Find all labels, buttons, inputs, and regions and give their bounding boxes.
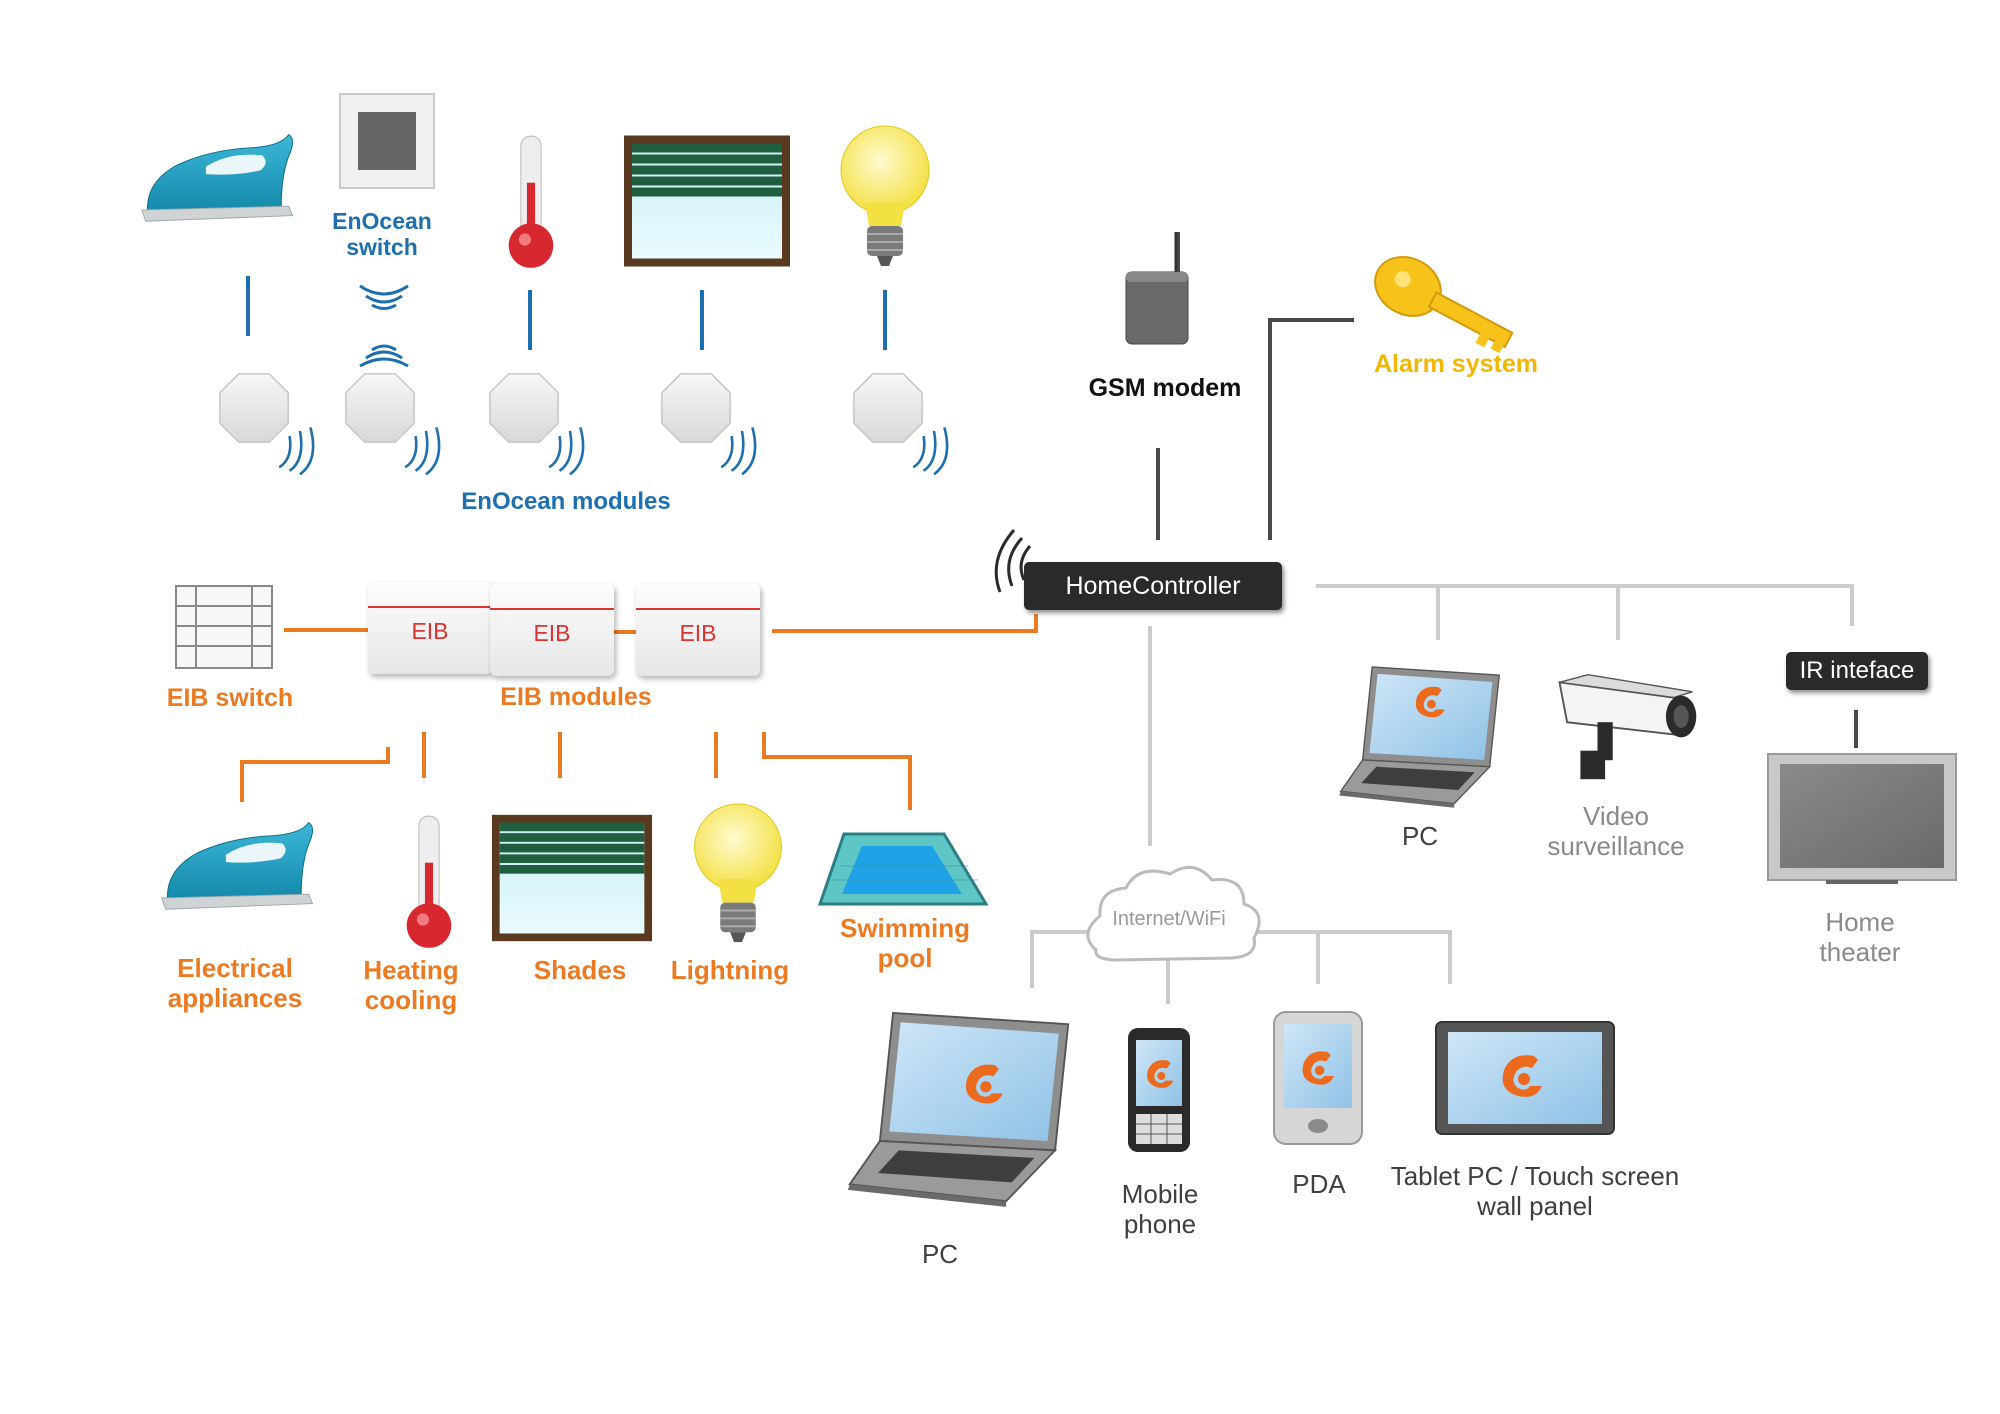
eib-module-label: EIB <box>533 620 571 646</box>
eib-switch-icon <box>175 585 273 669</box>
thermometer-icon <box>406 815 452 949</box>
wifi-waves-icon <box>911 426 949 476</box>
sensor-module-icon <box>661 373 731 443</box>
home-controller[interactable]: HomeController <box>1024 562 1282 610</box>
pc-label: PC <box>1401 821 1439 851</box>
wifi-waves-icon <box>719 426 757 476</box>
iron-icon <box>141 134 294 222</box>
home-controller-label: HomeController <box>1065 572 1241 600</box>
eib-module: EIB <box>368 582 492 674</box>
gsm-modem-icon <box>1125 232 1189 345</box>
swimming-pool-icon <box>817 832 989 906</box>
iron-icon <box>161 822 314 910</box>
network-lines <box>1030 584 1854 1004</box>
light-bulb-icon <box>693 802 783 944</box>
light-bulb-icon <box>839 124 931 268</box>
eib-modules-label: EIB modules <box>500 683 652 711</box>
sensor-module-icon <box>489 373 559 443</box>
eib-module: EIB <box>490 584 614 676</box>
eib-module: EIB <box>636 584 760 676</box>
mobile-phone-label: Mobile phone <box>1121 1179 1199 1239</box>
heating-cooling-label: Heating cooling <box>363 955 459 1015</box>
shades-label: Shades <box>533 955 627 985</box>
thermometer-icon <box>508 135 554 269</box>
lightning-label: Lightning <box>670 955 790 985</box>
eib-switch-label: EIB switch <box>166 684 294 712</box>
enocean-switch-label: EnOcean switch <box>332 208 432 261</box>
swimming-pool-label: Swimming pool <box>839 913 970 973</box>
wall-switch-icon <box>339 93 435 189</box>
eib-module-label: EIB <box>679 620 717 646</box>
camera-icon <box>1558 673 1698 781</box>
eib-module-label: EIB <box>411 618 449 644</box>
internet-wifi-label: Internet/WiFi <box>1112 908 1226 930</box>
window-shade-icon <box>624 135 790 267</box>
alarm-system-label: Alarm system <box>1374 350 1538 378</box>
wifi-waves-icon <box>277 426 315 476</box>
enocean-links <box>246 276 887 350</box>
wifi-waves-icon <box>359 284 409 368</box>
gsm-modem-label: GSM modem <box>1088 374 1242 402</box>
cloud-icon <box>1086 865 1261 962</box>
tv-icon <box>1767 753 1957 884</box>
key-icon <box>1374 256 1514 354</box>
ir-interface[interactable]: IR inteface <box>1786 652 1928 690</box>
controller-uplinks <box>1156 232 1858 748</box>
mobile-phone-icon <box>1128 1028 1190 1152</box>
wifi-waves-icon <box>547 426 585 476</box>
wifi-waves-icon <box>403 426 441 476</box>
enocean-modules <box>219 373 949 476</box>
pda-label: PDA <box>1292 1169 1346 1199</box>
wifi-waves-icon <box>994 529 1032 593</box>
tablet-label: Tablet PC / Touch screen wall panel <box>1390 1161 1680 1221</box>
home-theater-label: Home theater <box>1819 907 1901 967</box>
laptop-icon <box>1338 666 1500 808</box>
window-shade-icon <box>491 814 653 942</box>
electrical-appliances-label: Electrical appliances <box>167 953 303 1013</box>
video-surveillance-label: Video surveillance <box>1547 801 1685 861</box>
pda-icon <box>1273 1011 1363 1145</box>
sensor-module-icon <box>345 373 415 443</box>
remote-pc-label: PC <box>921 1239 959 1269</box>
sensor-module-icon <box>853 373 923 443</box>
laptop-icon <box>846 1011 1070 1208</box>
ir-interface-label: IR inteface <box>1799 657 1915 684</box>
enocean-modules-label: EnOcean modules <box>461 488 671 515</box>
sensor-module-icon <box>219 373 289 443</box>
